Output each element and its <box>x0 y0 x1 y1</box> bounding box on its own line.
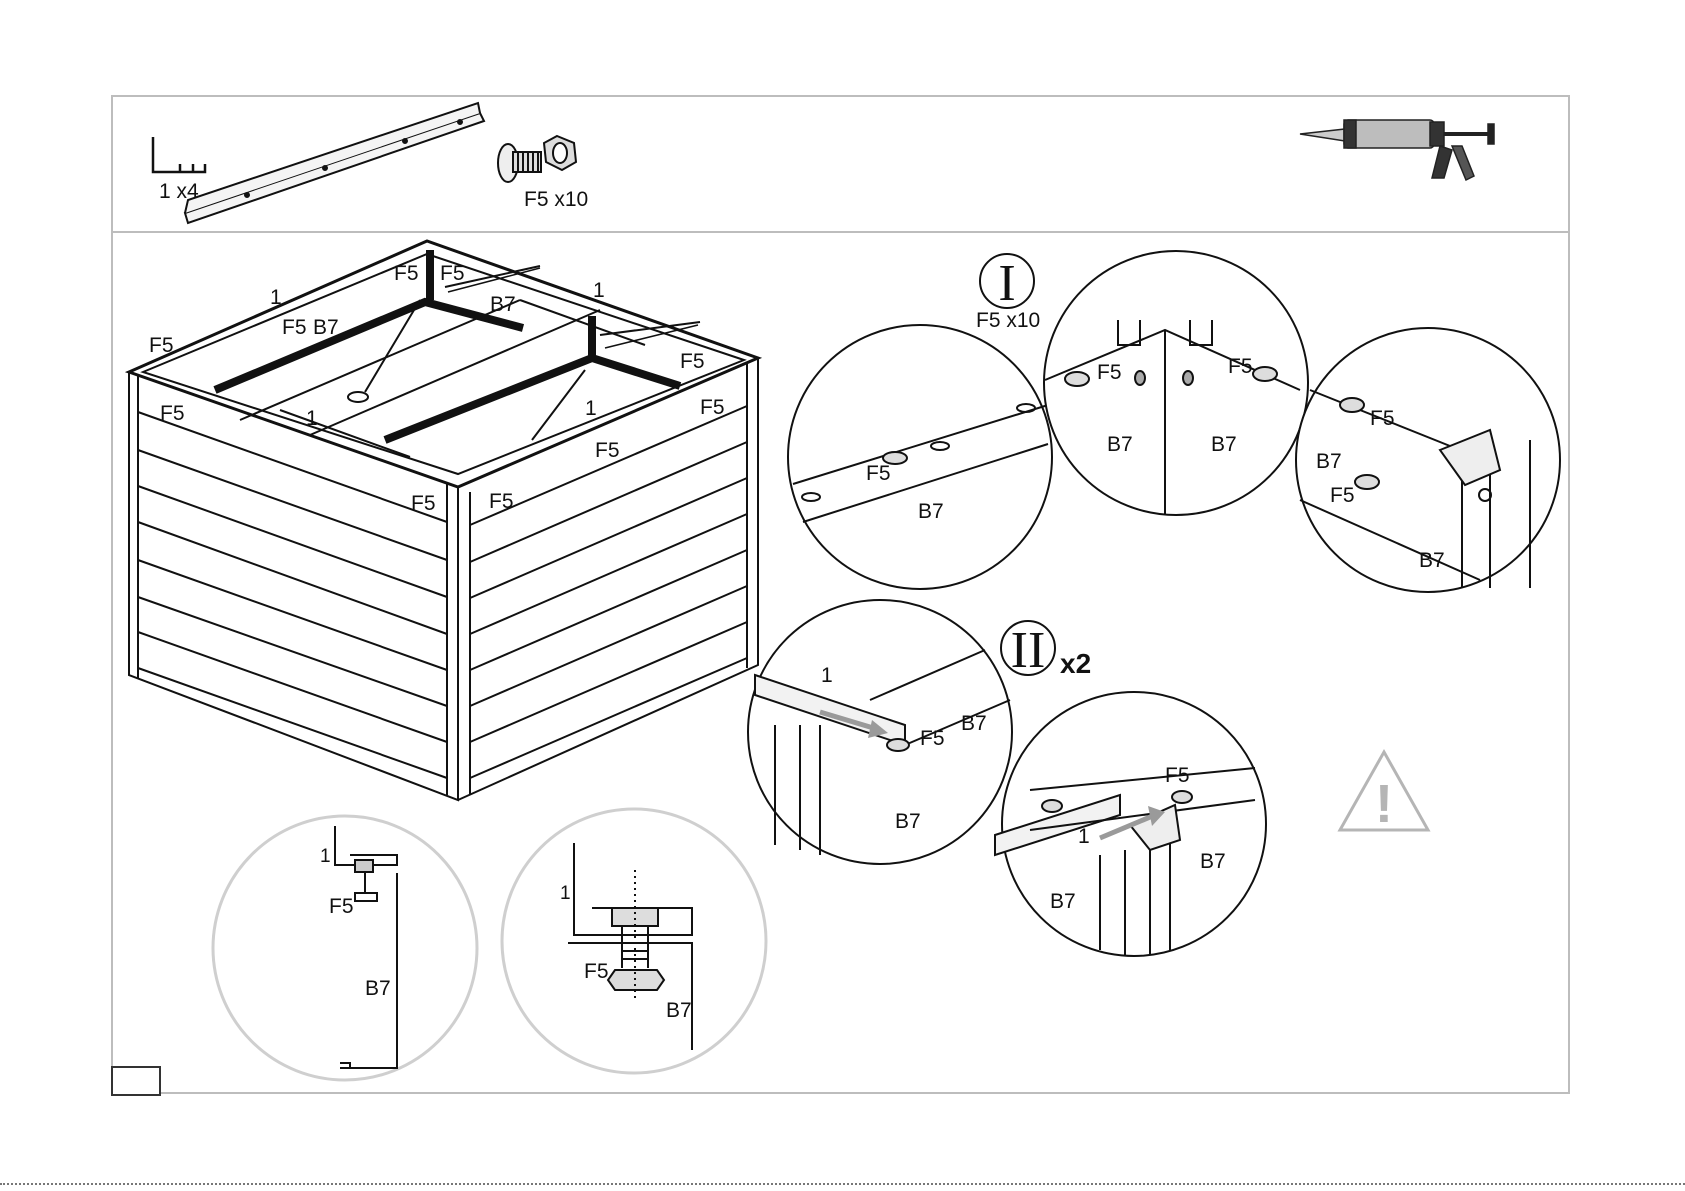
label-f5: F5 <box>489 490 514 513</box>
roman-ii-label: II <box>1011 622 1046 679</box>
section-detail-large <box>502 809 766 1073</box>
label-b7: B7 <box>365 977 391 1000</box>
label-1: 1 <box>821 664 833 687</box>
label-f5: F5 <box>1330 484 1355 507</box>
label-b7: B7 <box>1419 549 1445 572</box>
label-b7: B7 <box>1107 433 1133 456</box>
roman-i-label: I <box>998 255 1015 312</box>
label-1: 1 <box>593 279 605 302</box>
label-f5: F5 <box>149 334 174 357</box>
label-f5: F5 <box>394 262 419 285</box>
label-f5: F5 <box>160 402 185 425</box>
label-f5: F5 <box>920 727 945 750</box>
label-b7: B7 <box>961 712 987 735</box>
detail-circle-corner-center <box>1044 251 1308 515</box>
label-f5: F5 <box>411 492 436 515</box>
label-f5: F5 <box>680 350 705 373</box>
label-f5: F5 <box>282 316 307 339</box>
caulking-gun-icon <box>1300 120 1494 180</box>
hex-nut-icon <box>544 136 576 170</box>
label-b7: B7 <box>1211 433 1237 456</box>
label-1: 1 <box>306 407 318 430</box>
label-1: 1 <box>320 846 331 867</box>
label-b7: B7 <box>1200 850 1226 873</box>
step-ii-mult-label: x2 <box>1060 648 1091 679</box>
detail-circle-slide-right <box>995 692 1266 956</box>
label-f5: F5 <box>1370 407 1395 430</box>
label-f5: F5 <box>1097 361 1122 384</box>
bolt-icon <box>498 144 541 182</box>
label-b7: B7 <box>313 316 339 339</box>
label-b7: B7 <box>1050 890 1076 913</box>
raised-bed-box <box>129 241 758 800</box>
section-detail-small <box>213 816 477 1080</box>
label-f5: F5 <box>866 462 891 485</box>
rail-icon <box>185 103 484 223</box>
label-b7: B7 <box>666 999 692 1022</box>
label-b7: B7 <box>1316 450 1342 473</box>
step-i-qty-label: F5 x10 <box>976 309 1040 332</box>
step-i-marker: I <box>980 254 1034 312</box>
label-1: 1 <box>270 286 282 309</box>
label-1: 1 <box>1078 825 1090 848</box>
label-f5: F5 <box>584 960 609 983</box>
label-b7: B7 <box>918 500 944 523</box>
label-1: 1 <box>560 883 571 904</box>
label-f5: F5 <box>329 895 354 918</box>
warning-icon: ! <box>1340 752 1428 834</box>
warning-mark: ! <box>1375 774 1393 834</box>
step-ii-marker: II <box>1001 621 1055 679</box>
rail-profile-icon <box>153 137 205 172</box>
label-b7: B7 <box>490 293 516 316</box>
label-f5: F5 <box>1165 764 1190 787</box>
bolt-qty-label: F5 x10 <box>524 188 588 211</box>
label-f5: F5 <box>1228 355 1253 378</box>
label-1: 1 <box>585 397 597 420</box>
label-b7: B7 <box>895 810 921 833</box>
label-f5: F5 <box>595 439 620 462</box>
detail-circle-corner-left <box>788 325 1052 589</box>
label-f5: F5 <box>700 396 725 419</box>
label-f5: F5 <box>440 262 465 285</box>
